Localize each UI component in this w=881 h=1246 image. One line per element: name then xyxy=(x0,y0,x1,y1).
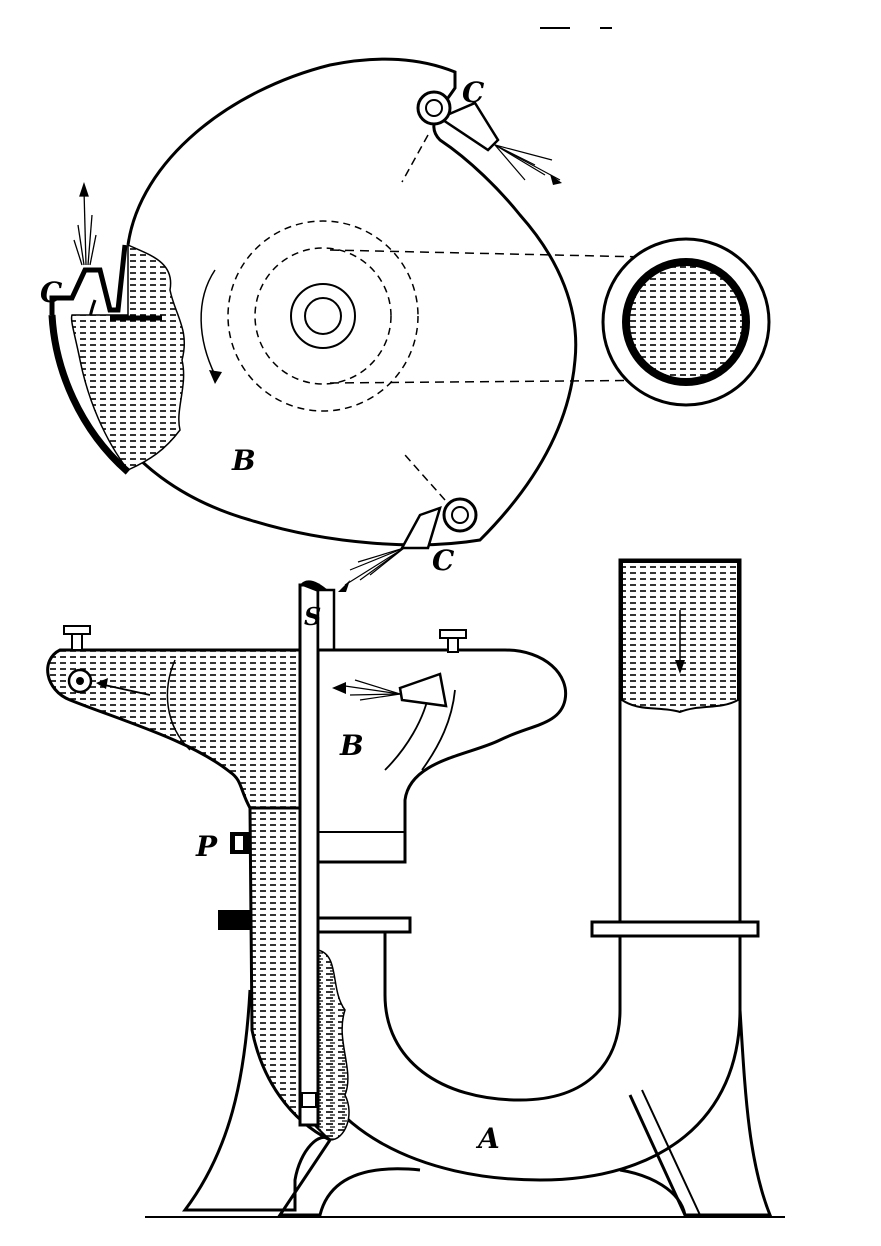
base-right xyxy=(619,1009,773,1217)
bucket-b xyxy=(316,648,568,864)
label-p-plug: P xyxy=(195,830,218,863)
label-a-casing: A xyxy=(475,1122,500,1155)
lever-arm xyxy=(46,648,302,810)
wheel-water-section xyxy=(70,243,186,471)
label-b-bucket: B xyxy=(339,729,364,762)
machine-lower xyxy=(46,558,785,1218)
spray-up xyxy=(73,181,97,266)
label-c-upper-left: C xyxy=(40,276,63,309)
pulley xyxy=(601,237,771,407)
label-c-upper-right: C xyxy=(462,76,485,109)
nozzle-upper-right xyxy=(401,90,562,185)
label-c-lower: C xyxy=(432,544,455,577)
nozzle-left xyxy=(49,244,128,315)
base-left xyxy=(182,989,332,1212)
label-s-shaft: S xyxy=(304,602,321,631)
label-b-wheel: B xyxy=(231,444,256,477)
nozzle-lower xyxy=(338,454,478,592)
wheel-upper xyxy=(48,57,691,592)
rotation-arrow xyxy=(200,269,216,376)
shaft-s xyxy=(298,583,320,1127)
